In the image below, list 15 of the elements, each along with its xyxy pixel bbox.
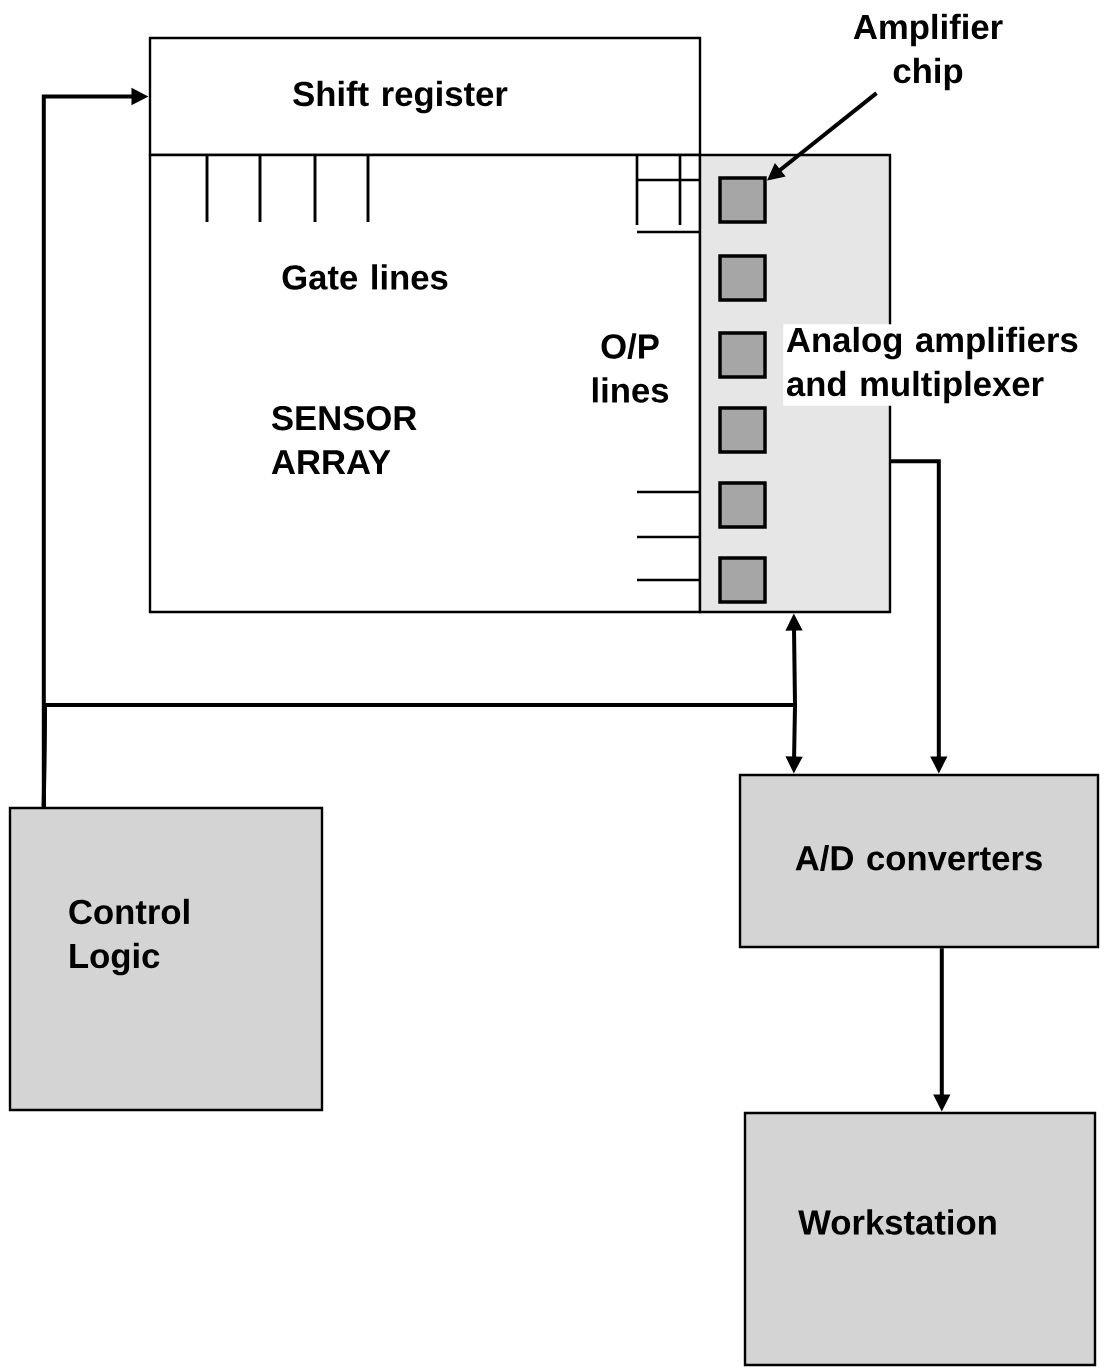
shift-register-box: Shift register: [148, 36, 702, 157]
arrow: [41, 703, 803, 807]
callout-text: Amplifier chip: [853, 13, 1003, 91]
amplifier-chip: [718, 481, 767, 529]
amplifier-chip: [718, 556, 767, 604]
amplifier-chip: [718, 331, 767, 379]
label-text: Analog amplifiers and multiplexer: [783, 324, 1101, 406]
label-text: O/P lines: [592, 333, 669, 403]
label-text: Gate lines: [282, 264, 448, 290]
workstation-box: Workstation: [743, 1111, 1097, 1367]
amplifier-chip: [718, 176, 767, 224]
converter-box: A/D converters: [738, 773, 1100, 949]
amplifier-chip: [718, 254, 767, 302]
amplifier-chip: [718, 406, 767, 454]
control-logic-box: Control Logic: [8, 806, 324, 1112]
